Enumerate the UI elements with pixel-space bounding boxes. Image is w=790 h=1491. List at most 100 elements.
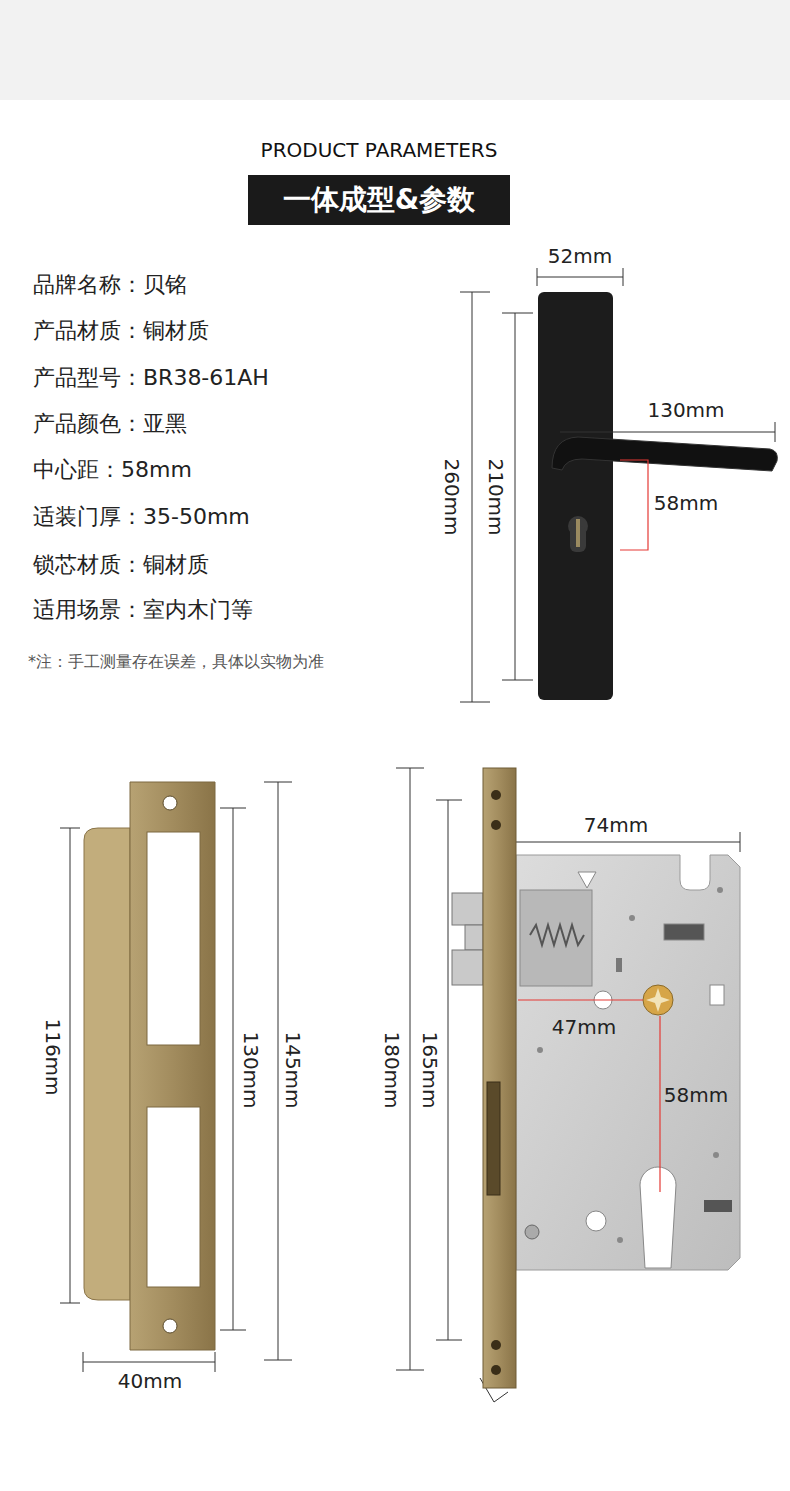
dimension-label: 116mm (42, 1018, 64, 1095)
handle-dimensions-part (537, 277, 623, 278)
mortise-body-part (537, 1047, 543, 1053)
handle-dimensions-part (623, 268, 624, 286)
strike-plate-part (163, 796, 177, 810)
latch-bolt (452, 893, 483, 985)
strike-dimensions-part (264, 1360, 292, 1361)
strike-dimensions-part (83, 1352, 84, 1372)
lock-center-dimensions-part (659, 1016, 660, 1192)
mortise-body-part (516, 855, 740, 1270)
mortise-dimensions-part (396, 1370, 424, 1371)
strike-plate-part (130, 782, 215, 1350)
handle-dimensions-part (537, 268, 538, 286)
center-distance-bracket-part (620, 460, 648, 550)
strike-plate-part (147, 832, 200, 1045)
mortise-body-part (616, 958, 622, 972)
dimension-label: 58mm (654, 492, 718, 514)
parameter-text: 产品颜色：亚黑 (33, 412, 187, 436)
strike-plate (84, 782, 215, 1350)
strike-dimensions-part (264, 782, 292, 783)
mortise-body-part (643, 985, 673, 1015)
mortise-body (516, 855, 740, 1270)
strike-dimensions-part (70, 828, 71, 1303)
strike-dimensions-part (60, 1303, 80, 1304)
strike-dimensions (60, 782, 292, 1372)
top-band-part (0, 0, 790, 100)
parameter-text: 适用场景：室内木门等 (33, 598, 253, 622)
strike-dimensions-part (278, 782, 279, 1360)
note-text: *注：手工测量存在误差，具体以实物为准 (28, 653, 324, 671)
title-box-text: 一体成型&参数 (283, 181, 475, 219)
latch-bolt-part (465, 925, 483, 950)
faceplate-part (491, 1340, 501, 1350)
faceplate-part (491, 790, 501, 800)
mortise-body-part (646, 988, 670, 1012)
mortise-body-part (704, 1200, 732, 1212)
title-box: 一体成型&参数 (248, 175, 510, 225)
mortise-dimensions-part (410, 768, 411, 1370)
strike-dimensions-part (220, 1330, 246, 1331)
center-distance-bracket (620, 460, 648, 550)
dimension-label: 165mm (419, 1031, 441, 1108)
faceplate-part (487, 1082, 500, 1195)
handle-dimensions-part (502, 313, 533, 314)
mortise-dimensions-part (516, 842, 740, 843)
handle-plate-part (552, 437, 777, 471)
faceplate-part (483, 768, 516, 1388)
mortise-body-part (520, 890, 592, 986)
strike-dimensions-part (215, 1352, 216, 1372)
handle-plate (538, 292, 777, 700)
mortise-dimensions-part (396, 768, 424, 769)
parameter-text: 产品材质：铜材质 (33, 319, 209, 343)
mortise-dimensions-part (436, 1340, 462, 1341)
strike-plate-part (147, 1107, 200, 1287)
handle-dimensions-part (502, 680, 533, 681)
strike-plate-part (84, 828, 130, 1300)
parameter-text: 锁芯材质：铜材质 (33, 553, 209, 577)
handle-dimensions-part (460, 292, 490, 293)
mortise-body-part (710, 985, 724, 1005)
strike-dimensions-part (233, 808, 234, 1330)
dimension-label: 47mm (552, 1016, 616, 1038)
dimension-label: 180mm (381, 1031, 403, 1108)
mortise-body-part (713, 1152, 719, 1158)
faceplate-part (491, 820, 501, 830)
mortise-dimensions-part (494, 1392, 508, 1402)
handle-dimensions-part (460, 702, 490, 703)
handle-plate-part (538, 292, 613, 700)
mortise-dimensions-part (448, 800, 449, 1340)
mortise-body-part (664, 924, 704, 940)
handle-plate-part (576, 519, 580, 547)
parameter-text: 中心距：58mm (33, 458, 192, 482)
mortise-dimensions (396, 768, 740, 1402)
lock-center-dimensions (518, 1000, 660, 1192)
handle-dimensions-part (560, 432, 775, 433)
handle-dimensions-part (515, 313, 516, 680)
mortise-body-part (629, 915, 635, 921)
faceplate (483, 768, 516, 1388)
handle-dimensions-part (472, 292, 473, 702)
mortise-body-part (640, 1167, 676, 1268)
parameter-text: 产品型号：BR38-61AH (33, 366, 269, 390)
strike-dimensions-part (220, 808, 246, 809)
mortise-body-part (525, 1225, 539, 1239)
mortise-body-part (617, 1237, 623, 1243)
strike-dimensions-part (83, 1362, 215, 1363)
latch-bolt-part (452, 950, 483, 985)
mortise-body-part (578, 872, 596, 888)
dimension-label: 74mm (584, 814, 648, 836)
mortise-body-part (530, 925, 584, 945)
dimension-label: 58mm (664, 1084, 728, 1106)
handle-dimensions (460, 268, 775, 702)
dimension-label: 210mm (485, 458, 507, 535)
lock-center-dimensions-part (518, 999, 643, 1000)
strike-dimensions-part (60, 828, 80, 829)
strike-plate-part (163, 1319, 177, 1333)
latch-bolt-part (452, 893, 483, 925)
parameter-text: 适装门厚：35-50mm (33, 505, 250, 529)
mortise-dimensions-part (436, 800, 462, 801)
dimension-label: 145mm (282, 1031, 304, 1108)
top-band (0, 0, 790, 100)
mortise-dimensions-part (740, 832, 741, 852)
page-title: PRODUCT PARAMETERS (261, 139, 498, 161)
dimension-label: 40mm (118, 1370, 182, 1392)
